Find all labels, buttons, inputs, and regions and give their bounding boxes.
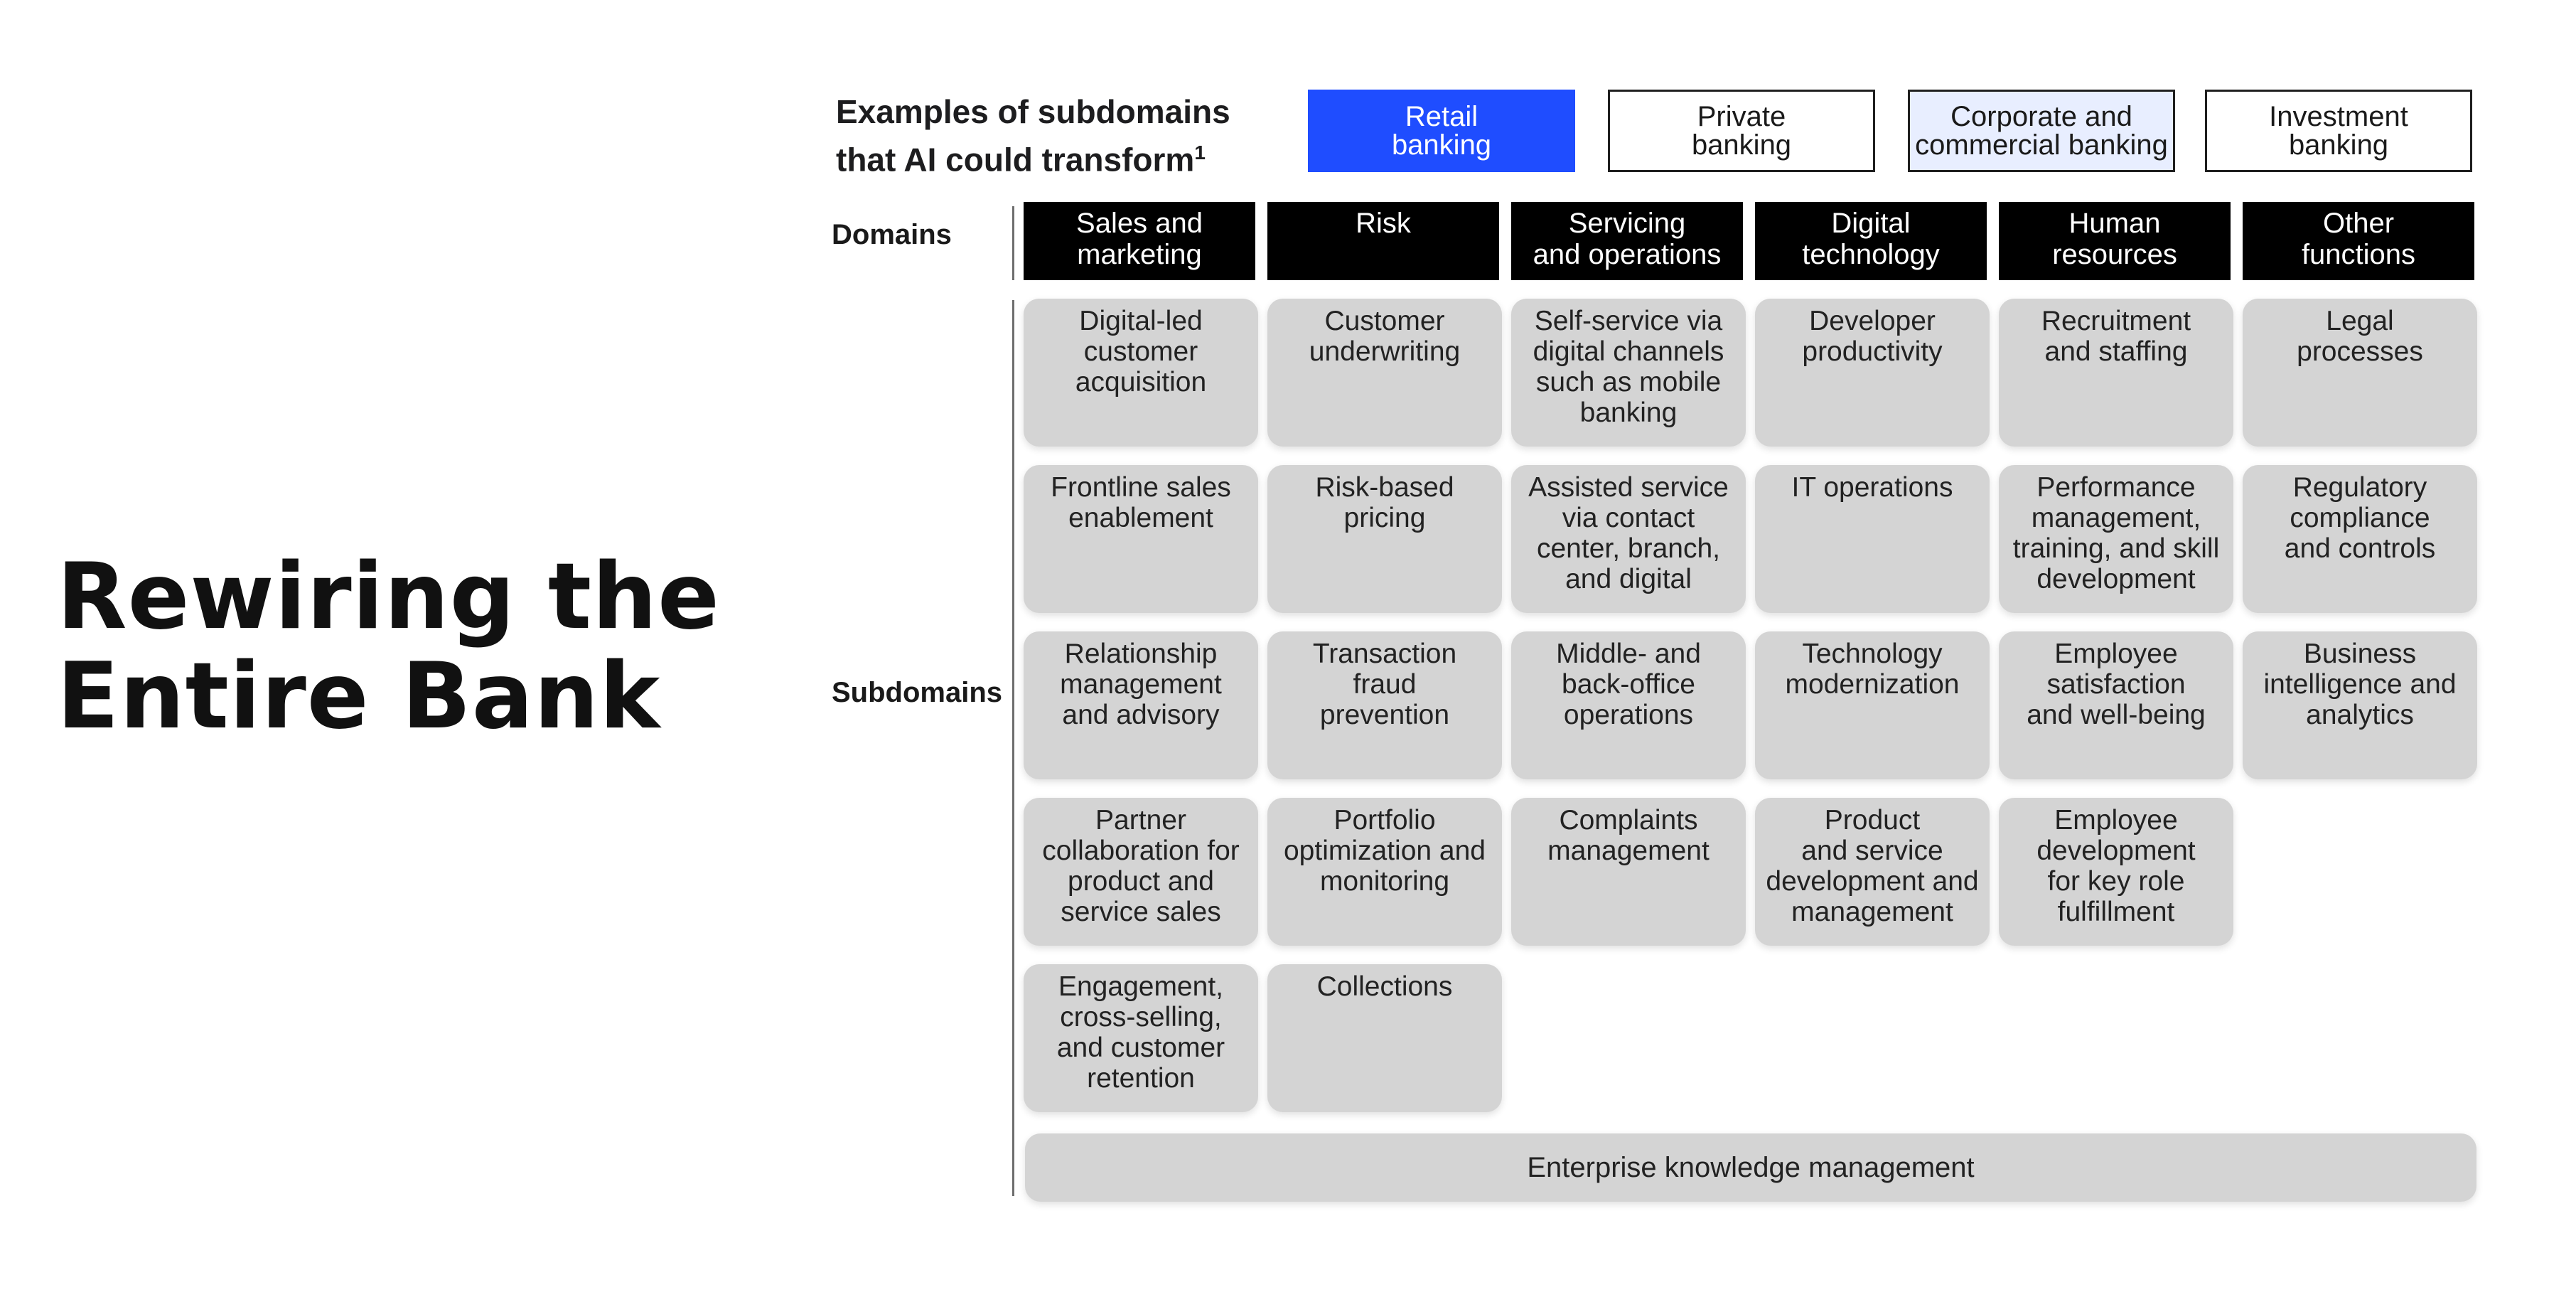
subdomain-cell: Customer underwriting	[1267, 299, 1502, 447]
subdomain-label: Legal processes	[2297, 306, 2423, 367]
subdomain-cell: IT operations	[1755, 465, 1990, 613]
bank-tab-label: Private banking	[1691, 101, 1792, 161]
subdomain-cell: Partner collaboration for product and se…	[1024, 798, 1258, 946]
subdomain-cell: Performance management, training, and sk…	[1999, 465, 2233, 613]
title-line-1: Rewiring the	[57, 544, 720, 650]
subdomain-cell: Complaints management	[1511, 798, 1746, 946]
bank-tab-investment[interactable]: Investment banking	[2205, 90, 2472, 172]
subdomain-cell: Risk-based pricing	[1267, 465, 1502, 613]
subdomain-label: Portfolio optimization and monitoring	[1283, 805, 1486, 897]
subdomain-label: Technology modernization	[1785, 639, 1960, 700]
subdomain-cell: Recruitment and staffing	[1999, 299, 2233, 447]
figure-heading: Examples of subdomains that AI could tra…	[836, 91, 1230, 180]
subdomain-label: Assisted service via contact center, bra…	[1528, 472, 1729, 594]
domains-label: Domains	[832, 219, 952, 250]
enterprise-knowledge-cell: Enterprise knowledge management	[1025, 1133, 2476, 1202]
subdomain-label: Recruitment and staffing	[2041, 306, 2191, 367]
domain-header-label: Digital technology	[1802, 208, 1940, 270]
subdomain-cell: Developer productivity	[1755, 299, 1990, 447]
subdomain-cell: Transaction fraud prevention	[1267, 631, 1502, 779]
subdomain-figure: Examples of subdomains that AI could tra…	[810, 71, 2502, 1237]
subdomain-label: Customer underwriting	[1309, 306, 1461, 367]
subdomain-label: IT operations	[1791, 472, 1953, 503]
subdomain-cell: Technology modernization	[1755, 631, 1990, 779]
subdomains-label: Subdomains	[832, 677, 1003, 708]
subdomain-label: Employee development for key role fulfil…	[2036, 805, 2196, 927]
subdomain-cell: Digital-led customer acquisition	[1024, 299, 1258, 447]
subdomain-label: Middle- and back-office operations	[1556, 639, 1701, 730]
subdomain-cell: Collections	[1267, 964, 1502, 1112]
heading-line-1: Examples of subdomains	[836, 93, 1230, 130]
subdomain-cell: Middle- and back-office operations	[1511, 631, 1746, 779]
domain-header: Sales and marketing	[1024, 202, 1255, 280]
subdomain-label: Performance management, training, and sk…	[2012, 472, 2220, 594]
domain-header-label: Other functions	[2301, 208, 2416, 270]
subdomain-label: Digital-led customer acquisition	[1075, 306, 1207, 397]
subdomain-cell: Portfolio optimization and monitoring	[1267, 798, 1502, 946]
subdomain-cell: Assisted service via contact center, bra…	[1511, 465, 1746, 613]
subdomain-cell: Product and service development and mana…	[1755, 798, 1990, 946]
subdomain-label: Collections	[1316, 971, 1453, 1002]
subdomain-label: Relationship management and advisory	[1060, 639, 1222, 730]
subdomain-cell: Self-service via digital channels such a…	[1511, 299, 1746, 447]
subdomain-cell: Engagement, cross-selling, and customer …	[1024, 964, 1258, 1112]
domains-divider	[1012, 206, 1014, 280]
subdomain-cell: Legal processes	[2243, 299, 2477, 447]
domain-header: Digital technology	[1755, 202, 1987, 280]
subdomains-divider	[1012, 300, 1014, 1196]
subdomain-label: Transaction fraud prevention	[1312, 639, 1457, 730]
domain-header-label: Servicing and operations	[1533, 208, 1722, 270]
subdomain-cell: Frontline sales enablement	[1024, 465, 1258, 613]
subdomain-label: Frontline sales enablement	[1051, 472, 1231, 533]
subdomain-label: Engagement, cross-selling, and customer …	[1056, 971, 1225, 1094]
domain-header: Human resources	[1999, 202, 2231, 280]
subdomain-label: Business intelligence and analytics	[2263, 639, 2457, 730]
bank-tab-private[interactable]: Private banking	[1608, 90, 1875, 172]
heading-footnote: 1	[1194, 142, 1206, 164]
domain-header: Servicing and operations	[1511, 202, 1743, 280]
subdomain-label: Complaints management	[1547, 805, 1710, 866]
subdomain-label: Partner collaboration for product and se…	[1042, 805, 1240, 927]
bank-tab-corporate[interactable]: Corporate and commercial banking	[1908, 90, 2175, 172]
domain-header: Risk	[1267, 202, 1499, 280]
subdomain-cell: Employee development for key role fulfil…	[1999, 798, 2233, 946]
title-line-2: Entire Bank	[57, 644, 661, 749]
subdomain-cell: Relationship management and advisory	[1024, 631, 1258, 779]
subdomain-label: Risk-based pricing	[1315, 472, 1454, 533]
bank-tab-label: Investment banking	[2269, 101, 2408, 161]
subdomain-cell: Regulatory compliance and controls	[2243, 465, 2477, 613]
bank-tab-label: Corporate and commercial banking	[1915, 101, 2168, 161]
heading-line-2-text: that AI could transform	[836, 141, 1195, 178]
bank-tab-label: Retail banking	[1391, 101, 1492, 161]
domain-header-label: Risk	[1356, 208, 1411, 239]
domain-header-label: Sales and marketing	[1076, 208, 1203, 270]
domain-header: Other functions	[2243, 202, 2474, 280]
subdomain-label: Regulatory compliance and controls	[2284, 472, 2436, 564]
domain-header-label: Human resources	[2052, 208, 2177, 270]
slide-title: Rewiring the Entire Bank	[57, 548, 768, 747]
subdomain-label: Developer productivity	[1802, 306, 1943, 367]
subdomain-cell: Business intelligence and analytics	[2243, 631, 2477, 779]
heading-line-2: that AI could transform1	[836, 132, 1230, 180]
bank-tab-retail[interactable]: Retail banking	[1308, 90, 1575, 172]
subdomain-label: Self-service via digital channels such a…	[1533, 306, 1724, 428]
subdomain-label: Product and service development and mana…	[1766, 805, 1979, 927]
subdomain-cell: Employee satisfaction and well-being	[1999, 631, 2233, 779]
subdomain-label: Employee satisfaction and well-being	[2027, 639, 2206, 730]
